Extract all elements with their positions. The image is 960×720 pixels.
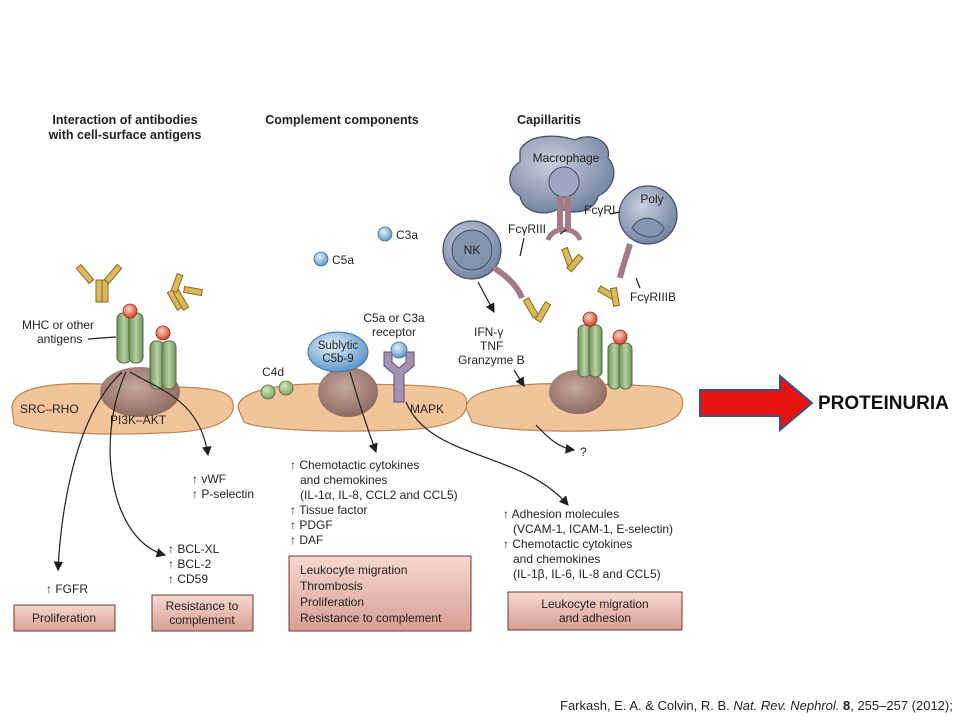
outcome-proliferation: Proliferation [32, 611, 96, 625]
effect-complement-5: ↑ PDGF [290, 518, 333, 532]
arrow-to-bcl [109, 371, 167, 558]
outcome-resistance-line2: complement [169, 613, 235, 627]
label-tnf: TNF [480, 339, 503, 353]
effect-complement-4: ↑ Tissue factor [290, 503, 367, 517]
label-poly: Poly [640, 192, 663, 206]
effect-capillaritis-3: ↑ Chemotactic cytokines [503, 537, 632, 551]
label-fcgriii: FcγRIII [508, 222, 546, 236]
label-macrophage: Macrophage [533, 151, 600, 165]
effect-complement-2: and chemokines [300, 473, 387, 487]
cell-complement [237, 367, 468, 432]
label-mapk: MAPK [410, 402, 444, 416]
effect-bcl-xl: ↑ BCL-XL [168, 542, 220, 556]
label-question: ? [580, 445, 587, 459]
outcome-box-leukocyte-list [288, 555, 472, 632]
outcome-leukocyte-1: Leukocyte migration [300, 563, 407, 577]
arrow-to-question [535, 424, 576, 454]
label-mhc-line1: MHC or other [22, 318, 94, 332]
mhc-antigen-2 [149, 325, 177, 390]
arrow-to-vwf [129, 371, 212, 457]
label-c5a: C5a [332, 253, 354, 267]
effect-capillaritis-2: (VCAM-1, ICAM-1, E-selectin) [513, 522, 673, 536]
label-pi3k-akt: PI3K–AKT [110, 413, 167, 427]
label-ifn: IFN-γ [474, 325, 503, 339]
arrow-to-complement-effects [349, 371, 378, 454]
outcome-leukocyte-2: Thrombosis [300, 579, 363, 593]
effect-capillaritis-4: and chemokines [513, 552, 600, 566]
effect-cd59: ↑ CD59 [168, 572, 208, 586]
label-receptor-line1: C5a or C3a [363, 311, 425, 325]
nucleus [549, 370, 607, 414]
mhc-antigen-3 [577, 311, 603, 378]
effect-complement-6: ↑ DAF [290, 533, 323, 547]
outcome-box-resistance [151, 594, 254, 632]
label-mhc-line2: antigens [37, 332, 82, 346]
macrophage-cell [509, 135, 615, 242]
antibody-icon [597, 285, 621, 307]
outcome-box-leukocyte-adhesion [507, 591, 683, 631]
label-c3a: C3a [396, 228, 418, 242]
antibody-icon [522, 297, 552, 323]
c5a-molecule [313, 251, 329, 267]
arrow-to-fgfr [53, 371, 123, 572]
label-src-rho: SRC–RHO [20, 402, 79, 416]
arrow-nk-to-cytokines [477, 281, 495, 314]
label-c4d: C4d [262, 365, 284, 379]
outcome-box-proliferation [13, 604, 116, 632]
label-fcgri: FcγRI [584, 203, 615, 217]
effect-vwf: ↑ vWF [192, 472, 226, 486]
effect-capillaritis-1: ↑ Adhesion molecules [503, 507, 619, 521]
effect-bcl-2: ↑ BCL-2 [168, 557, 212, 571]
label-nk: NK [464, 243, 481, 257]
fc-receptor-pointers [519, 211, 641, 289]
arrow-cytokines-to-cell [513, 369, 525, 388]
outcome-adhesion-line2: and adhesion [559, 611, 631, 625]
antibody-icon [166, 272, 203, 311]
outcome-resistance-line1: Resistance to [166, 599, 239, 613]
antibody-icon [561, 246, 584, 273]
header-antibodies-line2: with cell-surface antigens [48, 128, 202, 142]
effect-fgfr: ↑ FGFR [46, 582, 88, 596]
antibody-icon [75, 263, 123, 303]
effect-capillaritis-5: (IL-1β, IL-6, IL-8 and CCL5) [513, 567, 661, 581]
mhc-antigen-1 [116, 303, 144, 364]
nk-cell [442, 220, 525, 300]
outcome-leukocyte-4: Resistance to complement [300, 611, 442, 625]
sublytic-c5b9 [307, 331, 369, 373]
citation: Farkash, E. A. & Colvin, R. B. Nat. Rev.… [560, 698, 953, 713]
outcome-leukocyte-3: Proliferation [300, 595, 364, 609]
cell-capillaritis [465, 370, 684, 432]
proteinuria-arrow-icon [699, 373, 814, 433]
header-complement: Complement components [265, 113, 419, 127]
label-sublytic-line2: C5b-9 [322, 353, 353, 365]
arrow-to-capillaritis-effects [405, 401, 569, 506]
c3a-molecule [377, 226, 393, 242]
outcome-adhesion-line1: Leukocyte migration [541, 597, 648, 611]
nucleus [318, 367, 378, 417]
effect-complement-1: ↑ Chemotactic cytokines [290, 458, 419, 472]
polymorphonuclear-cell [617, 185, 678, 279]
label-fcgriiib: FcγRIIIB [630, 290, 676, 304]
header-capillaritis: Capillaritis [517, 113, 581, 127]
effect-complement-3: (IL-1α, IL-8, CCL2 and CCL5) [300, 488, 458, 502]
label-granzyme: Granzyme B [458, 353, 525, 367]
mhc-antigen-4 [607, 329, 633, 390]
label-receptor-line2: receptor [372, 325, 416, 339]
c5a-c3a-receptor [383, 341, 415, 403]
result-proteinuria: PROTEINURIA [818, 393, 949, 414]
c4d-molecule [260, 380, 294, 400]
effect-p-selectin: ↑ P-selectin [192, 487, 254, 501]
mhc-pointer [87, 336, 117, 340]
label-sublytic-line1: Sublytic [318, 340, 359, 352]
header-antibodies-line1: Interaction of antibodies [52, 113, 197, 127]
